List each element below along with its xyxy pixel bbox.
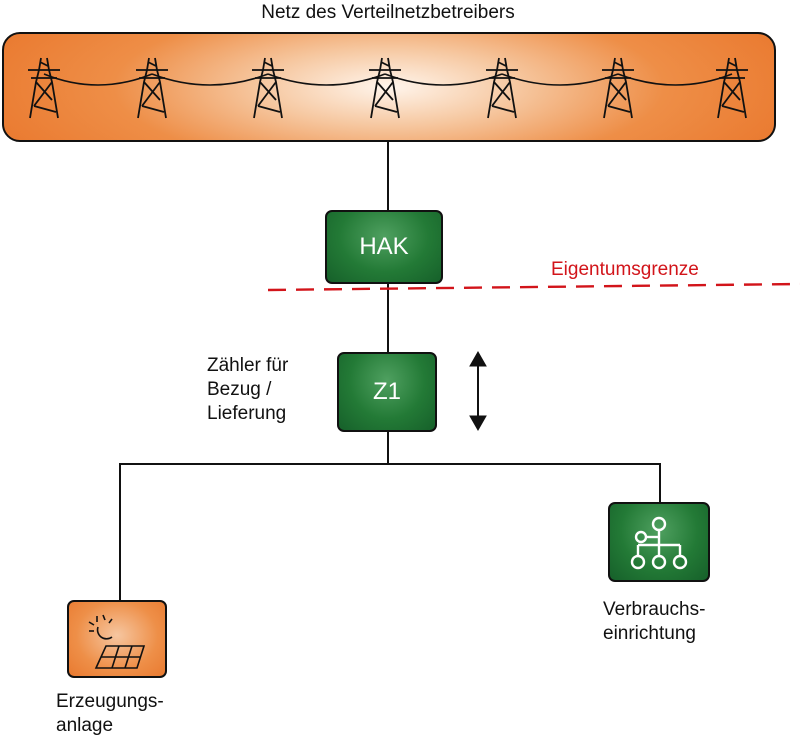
generation-plant-label: Erzeugungs- anlage	[56, 690, 164, 738]
transmission-tower-icon	[136, 57, 168, 119]
meter-description-line-2: Bezug /	[207, 379, 272, 400]
sun-icon	[88, 614, 113, 640]
generation-plant-label-line-2: anlage	[56, 715, 114, 736]
meter-label: Z1	[372, 378, 401, 405]
generation-plant-box	[67, 600, 167, 678]
towers	[28, 57, 748, 119]
consumer-label: Verbrauchs- einrichtung	[603, 598, 705, 646]
consumer-label-line-1: Verbrauchs-	[603, 599, 706, 620]
ownership-boundary-line	[267, 282, 800, 292]
consumer-label-line-2: einrichtung	[603, 623, 696, 644]
meter-description-line-1: Zähler für	[207, 355, 289, 376]
transmission-tower-icon	[369, 57, 401, 119]
grid-title: Netz des Verteilnetzbetreibers	[261, 2, 515, 23]
solar-panel-icon	[88, 614, 146, 669]
distribution-network-icon	[630, 516, 688, 570]
consumer-box	[608, 502, 710, 582]
hak-label: HAK	[359, 233, 409, 260]
transmission-tower-icon	[602, 57, 634, 119]
generation-plant-label-line-1: Erzeugungs-	[56, 691, 164, 712]
hak-box: HAK	[325, 210, 443, 284]
ownership-boundary-label: Eigentumsgrenze	[551, 259, 699, 280]
power-line-conductors	[43, 73, 733, 86]
bidirectional-arrow-icon	[469, 350, 487, 432]
meter-z1-box: Z1	[337, 352, 437, 432]
transmission-tower-icon	[252, 57, 284, 119]
meter-description-line-3: Lieferung	[207, 403, 287, 424]
transmission-tower-icon	[486, 57, 518, 119]
transmission-tower-icon	[28, 57, 60, 119]
meter-description: Zähler für Bezug / Lieferung	[207, 354, 288, 426]
transmission-tower-icon	[716, 57, 748, 119]
